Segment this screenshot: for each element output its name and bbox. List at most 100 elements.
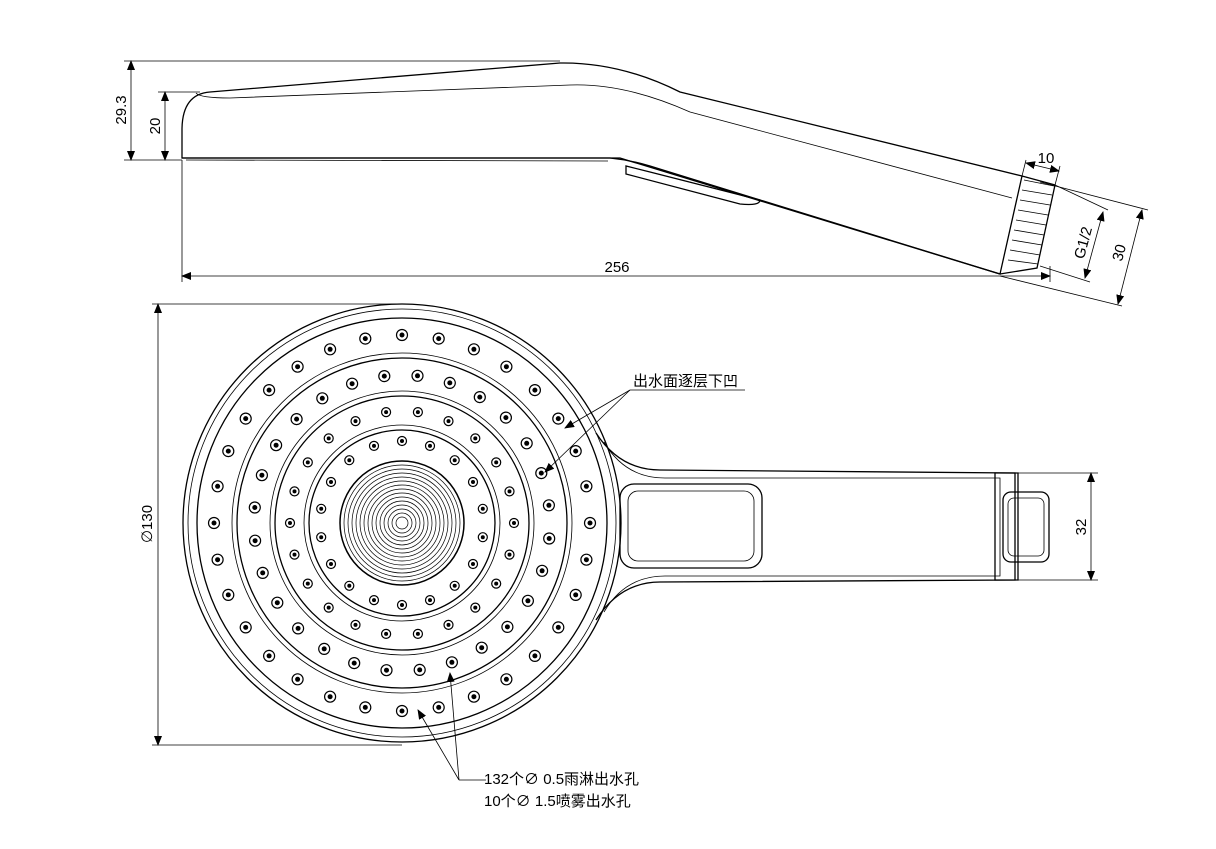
spray-hole-center xyxy=(362,336,368,342)
front-view-ring-3 xyxy=(231,352,573,694)
spray-hole xyxy=(263,384,276,397)
spray-hole xyxy=(473,391,486,404)
spray-hole-center xyxy=(415,410,420,415)
spray-hole-center xyxy=(321,646,327,652)
front-view-ring-6 xyxy=(274,395,530,651)
spray-hole-center xyxy=(555,624,561,630)
spray-hole xyxy=(580,480,593,493)
spray-hole-center xyxy=(259,472,265,478)
spray-hole-center xyxy=(372,598,376,603)
spray-hole-center xyxy=(305,581,310,586)
front-view-ring-5 xyxy=(269,390,535,656)
front-view-ring-8 xyxy=(308,429,496,617)
spray-hole xyxy=(508,517,520,529)
spray-hole-center xyxy=(471,346,477,352)
spray-hole-center xyxy=(329,480,333,484)
spray-hole-center xyxy=(288,521,292,525)
spray-hole-center xyxy=(252,538,258,544)
spray-hole xyxy=(432,332,445,345)
spray-hole xyxy=(542,499,556,512)
spray-hole xyxy=(449,455,460,466)
spray-hole xyxy=(368,440,380,451)
spray-hole-center xyxy=(428,598,432,603)
spray-hole xyxy=(443,376,456,389)
spray-hole xyxy=(520,437,533,450)
spray-hole xyxy=(316,503,327,514)
spray-hole xyxy=(552,412,565,425)
spray-hole-center xyxy=(471,694,477,700)
dim-total-height-label: 29.3 xyxy=(113,95,130,124)
spray-hole xyxy=(256,566,269,580)
center-ring xyxy=(371,492,433,554)
spray-hole xyxy=(211,553,224,566)
spray-hole xyxy=(344,580,355,591)
dim-handle-width-label: 32 xyxy=(1073,519,1090,536)
side-view-bottom-face xyxy=(182,157,1001,275)
spray-hole-center xyxy=(319,395,325,401)
spray-hole-center xyxy=(471,562,475,566)
dim-length: 256 xyxy=(181,160,1051,282)
spray-hole xyxy=(424,594,436,606)
spray-hole-center xyxy=(305,460,310,465)
spray-hole xyxy=(500,360,513,373)
note-surface: 出水面逐层下凹 xyxy=(633,373,738,390)
center-ring xyxy=(387,508,417,538)
spray-hole xyxy=(318,642,331,656)
spray-hole xyxy=(500,673,513,686)
spray-hole xyxy=(346,377,359,390)
note-mist-holes: 10个∅ 1.5喷雾出水孔 xyxy=(484,793,631,810)
center-ring xyxy=(383,504,421,542)
spray-hole xyxy=(271,596,284,609)
spray-hole-center xyxy=(446,622,451,627)
spray-hole-center xyxy=(494,581,499,586)
spray-hole-center xyxy=(351,660,357,666)
spray-hole-center xyxy=(532,387,538,393)
side-view-bottom-rim xyxy=(185,159,609,162)
dim-thread-length: 10 xyxy=(1021,150,1061,186)
spray-hole-center xyxy=(507,552,512,557)
spray-hole xyxy=(396,435,408,447)
front-view-ring-4 xyxy=(236,357,568,689)
leader-holes: 132个∅ 0.5雨淋出水孔 10个∅ 1.5喷雾出水孔 xyxy=(417,672,639,810)
spray-hole-center xyxy=(447,380,453,386)
spray-hole-center xyxy=(417,667,423,673)
spray-hole xyxy=(291,360,304,373)
spray-hole-center xyxy=(384,410,389,415)
spray-hole-center xyxy=(372,443,376,448)
spray-hole xyxy=(316,532,327,543)
spray-hole-center xyxy=(539,568,545,574)
spray-hole-center xyxy=(399,332,405,338)
spray-hole-center xyxy=(211,520,217,526)
spray-hole xyxy=(350,416,361,427)
spray-hole xyxy=(359,332,372,345)
front-view-head-outer xyxy=(182,303,622,743)
spray-hole-center xyxy=(507,489,512,494)
front-view-button-inner xyxy=(627,490,755,562)
spray-hole-center xyxy=(225,592,231,598)
center-ring xyxy=(375,496,429,550)
spray-hole-center xyxy=(292,489,297,494)
spray-hole-center xyxy=(326,605,331,610)
spray-hole-center xyxy=(353,622,358,627)
spray-hole xyxy=(470,433,481,444)
spray-hole-center xyxy=(415,373,420,379)
spray-hole xyxy=(467,343,480,356)
center-ring xyxy=(363,484,441,562)
spray-hole xyxy=(270,439,283,452)
spray-hole-center xyxy=(260,570,266,576)
spray-hole-center xyxy=(546,536,552,541)
spray-hole-center xyxy=(353,419,358,424)
spray-hole-center xyxy=(573,592,579,598)
spray-hole-center xyxy=(494,460,499,465)
front-view-handle-inner xyxy=(603,441,1001,613)
spray-hole-center xyxy=(480,506,485,511)
spray-hole-center xyxy=(215,557,221,563)
center-ring xyxy=(359,480,445,566)
spray-hole-center xyxy=(243,416,249,422)
spray-hole-center xyxy=(327,694,333,700)
spray-hole xyxy=(324,343,337,356)
spray-hole-center xyxy=(215,483,221,489)
front-view-head-ring-2 xyxy=(196,317,608,729)
front-view-head-ring-1 xyxy=(187,308,617,738)
spray-hole-center xyxy=(381,373,387,379)
